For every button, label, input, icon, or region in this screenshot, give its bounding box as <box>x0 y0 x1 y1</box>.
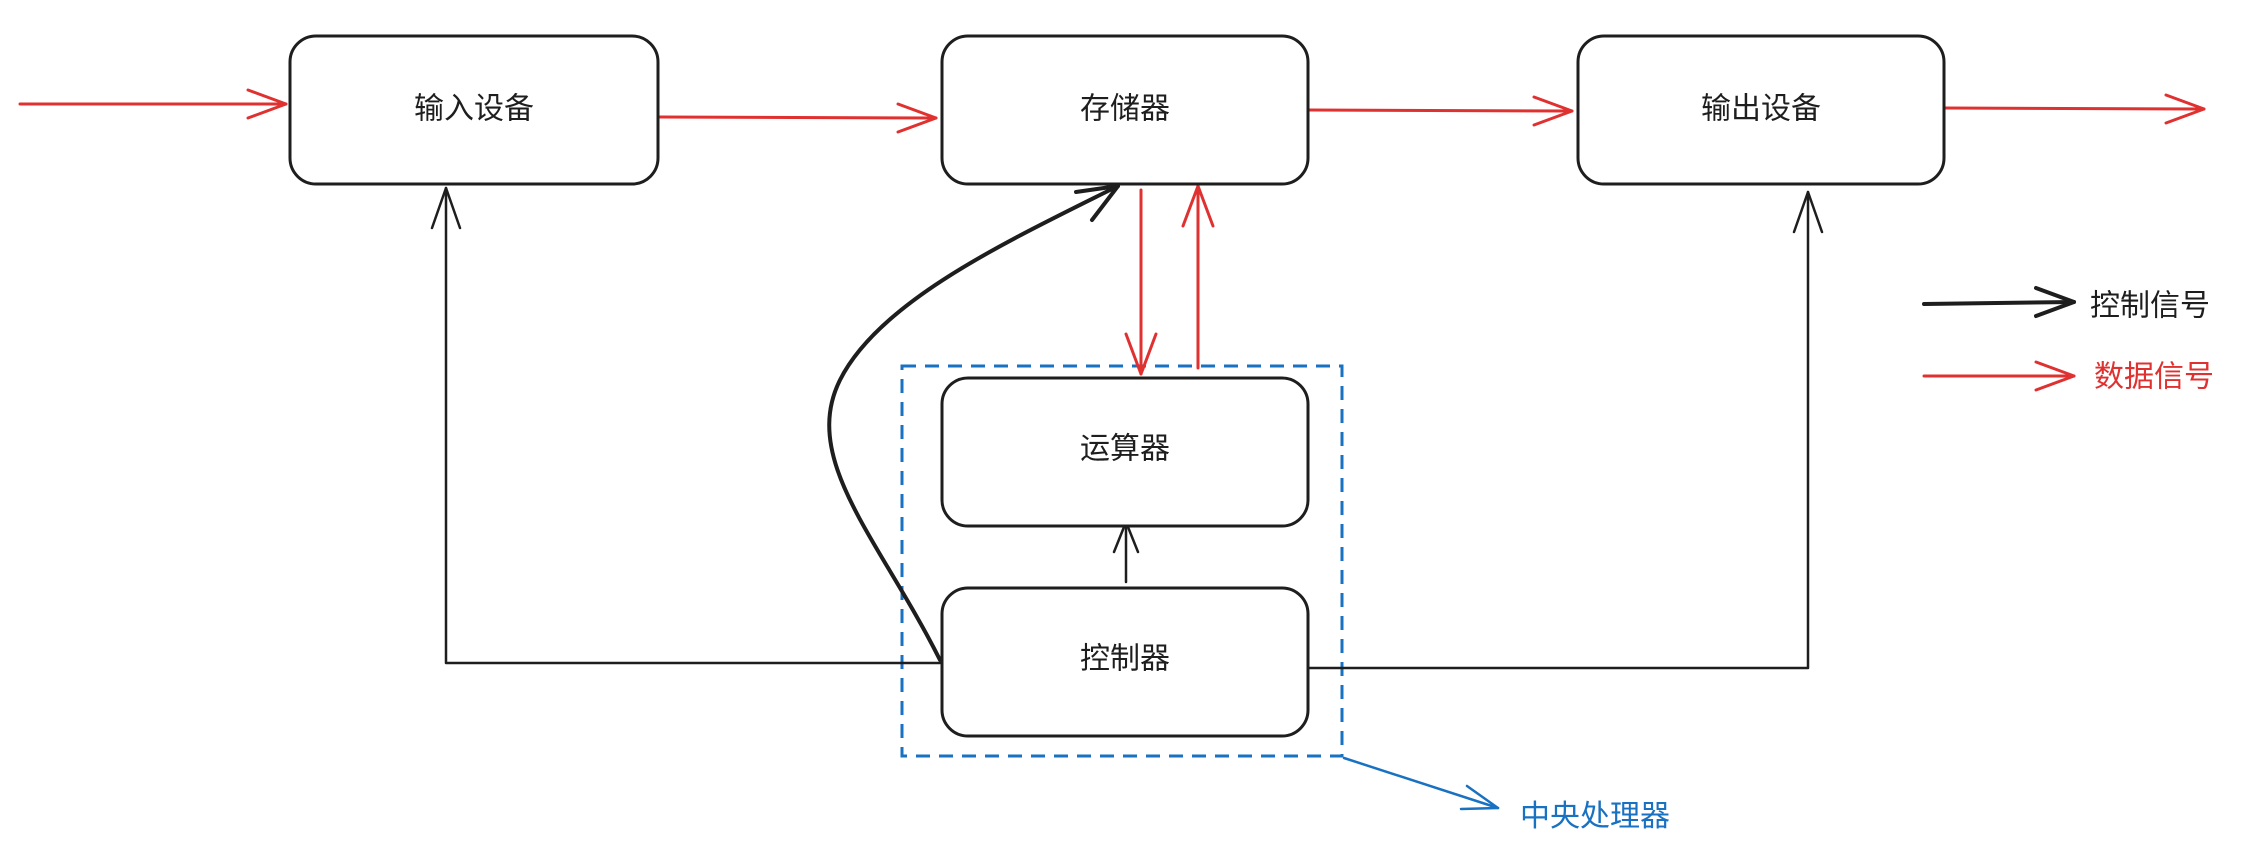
node-input: 输入设备 <box>288 34 660 186</box>
cpu-pointer-arrow <box>1342 756 1500 811</box>
node-controller-label: 控制器 <box>1080 642 1170 677</box>
node-memory-label: 存储器 <box>1080 92 1170 127</box>
legend-data-arrow <box>1922 360 2076 392</box>
legend-control-arrow <box>1922 286 2076 318</box>
data-arrow-input-to-memory <box>658 102 938 134</box>
data-arrow-memory-to-alu <box>1124 188 1158 376</box>
control-arrow-controller-to-alu <box>1112 520 1140 584</box>
data-arrow-memory-to-output <box>1308 95 1574 127</box>
node-controller: 控制器 <box>940 586 1310 738</box>
cpu-group-label: 中央处理器 <box>1520 799 1670 834</box>
cpu-group-frame <box>900 364 1344 758</box>
data-arrow-output-to-external <box>1942 93 2206 125</box>
legend-control: 控制信号 <box>1922 286 2210 324</box>
legend-data-label: 数据信号 <box>2094 360 2214 395</box>
node-output-box <box>1576 34 1946 186</box>
node-input-label: 输入设备 <box>414 92 534 127</box>
legend-control-label: 控制信号 <box>2090 289 2210 324</box>
node-input-box <box>288 34 660 186</box>
data-arrows <box>18 88 2206 376</box>
node-controller-box <box>940 586 1310 738</box>
node-alu-label: 运算器 <box>1080 432 1170 467</box>
node-output: 输出设备 <box>1576 34 1946 186</box>
control-arrow-controller-to-memory <box>827 184 1120 662</box>
data-arrow-alu-to-memory <box>1181 184 1215 370</box>
control-arrow-controller-to-input <box>430 186 942 665</box>
node-memory: 存储器 <box>940 34 1310 186</box>
legend: 控制信号 数据信号 <box>1922 286 2214 395</box>
control-arrow-controller-to-output <box>1306 190 1824 670</box>
node-memory-box <box>940 34 1310 186</box>
node-output-label: 输出设备 <box>1701 92 1821 127</box>
data-arrow-external-to-input <box>18 88 288 120</box>
control-arrows <box>430 184 1824 670</box>
legend-data: 数据信号 <box>1922 360 2214 395</box>
node-alu-box <box>940 376 1310 528</box>
node-alu: 运算器 <box>940 376 1310 528</box>
